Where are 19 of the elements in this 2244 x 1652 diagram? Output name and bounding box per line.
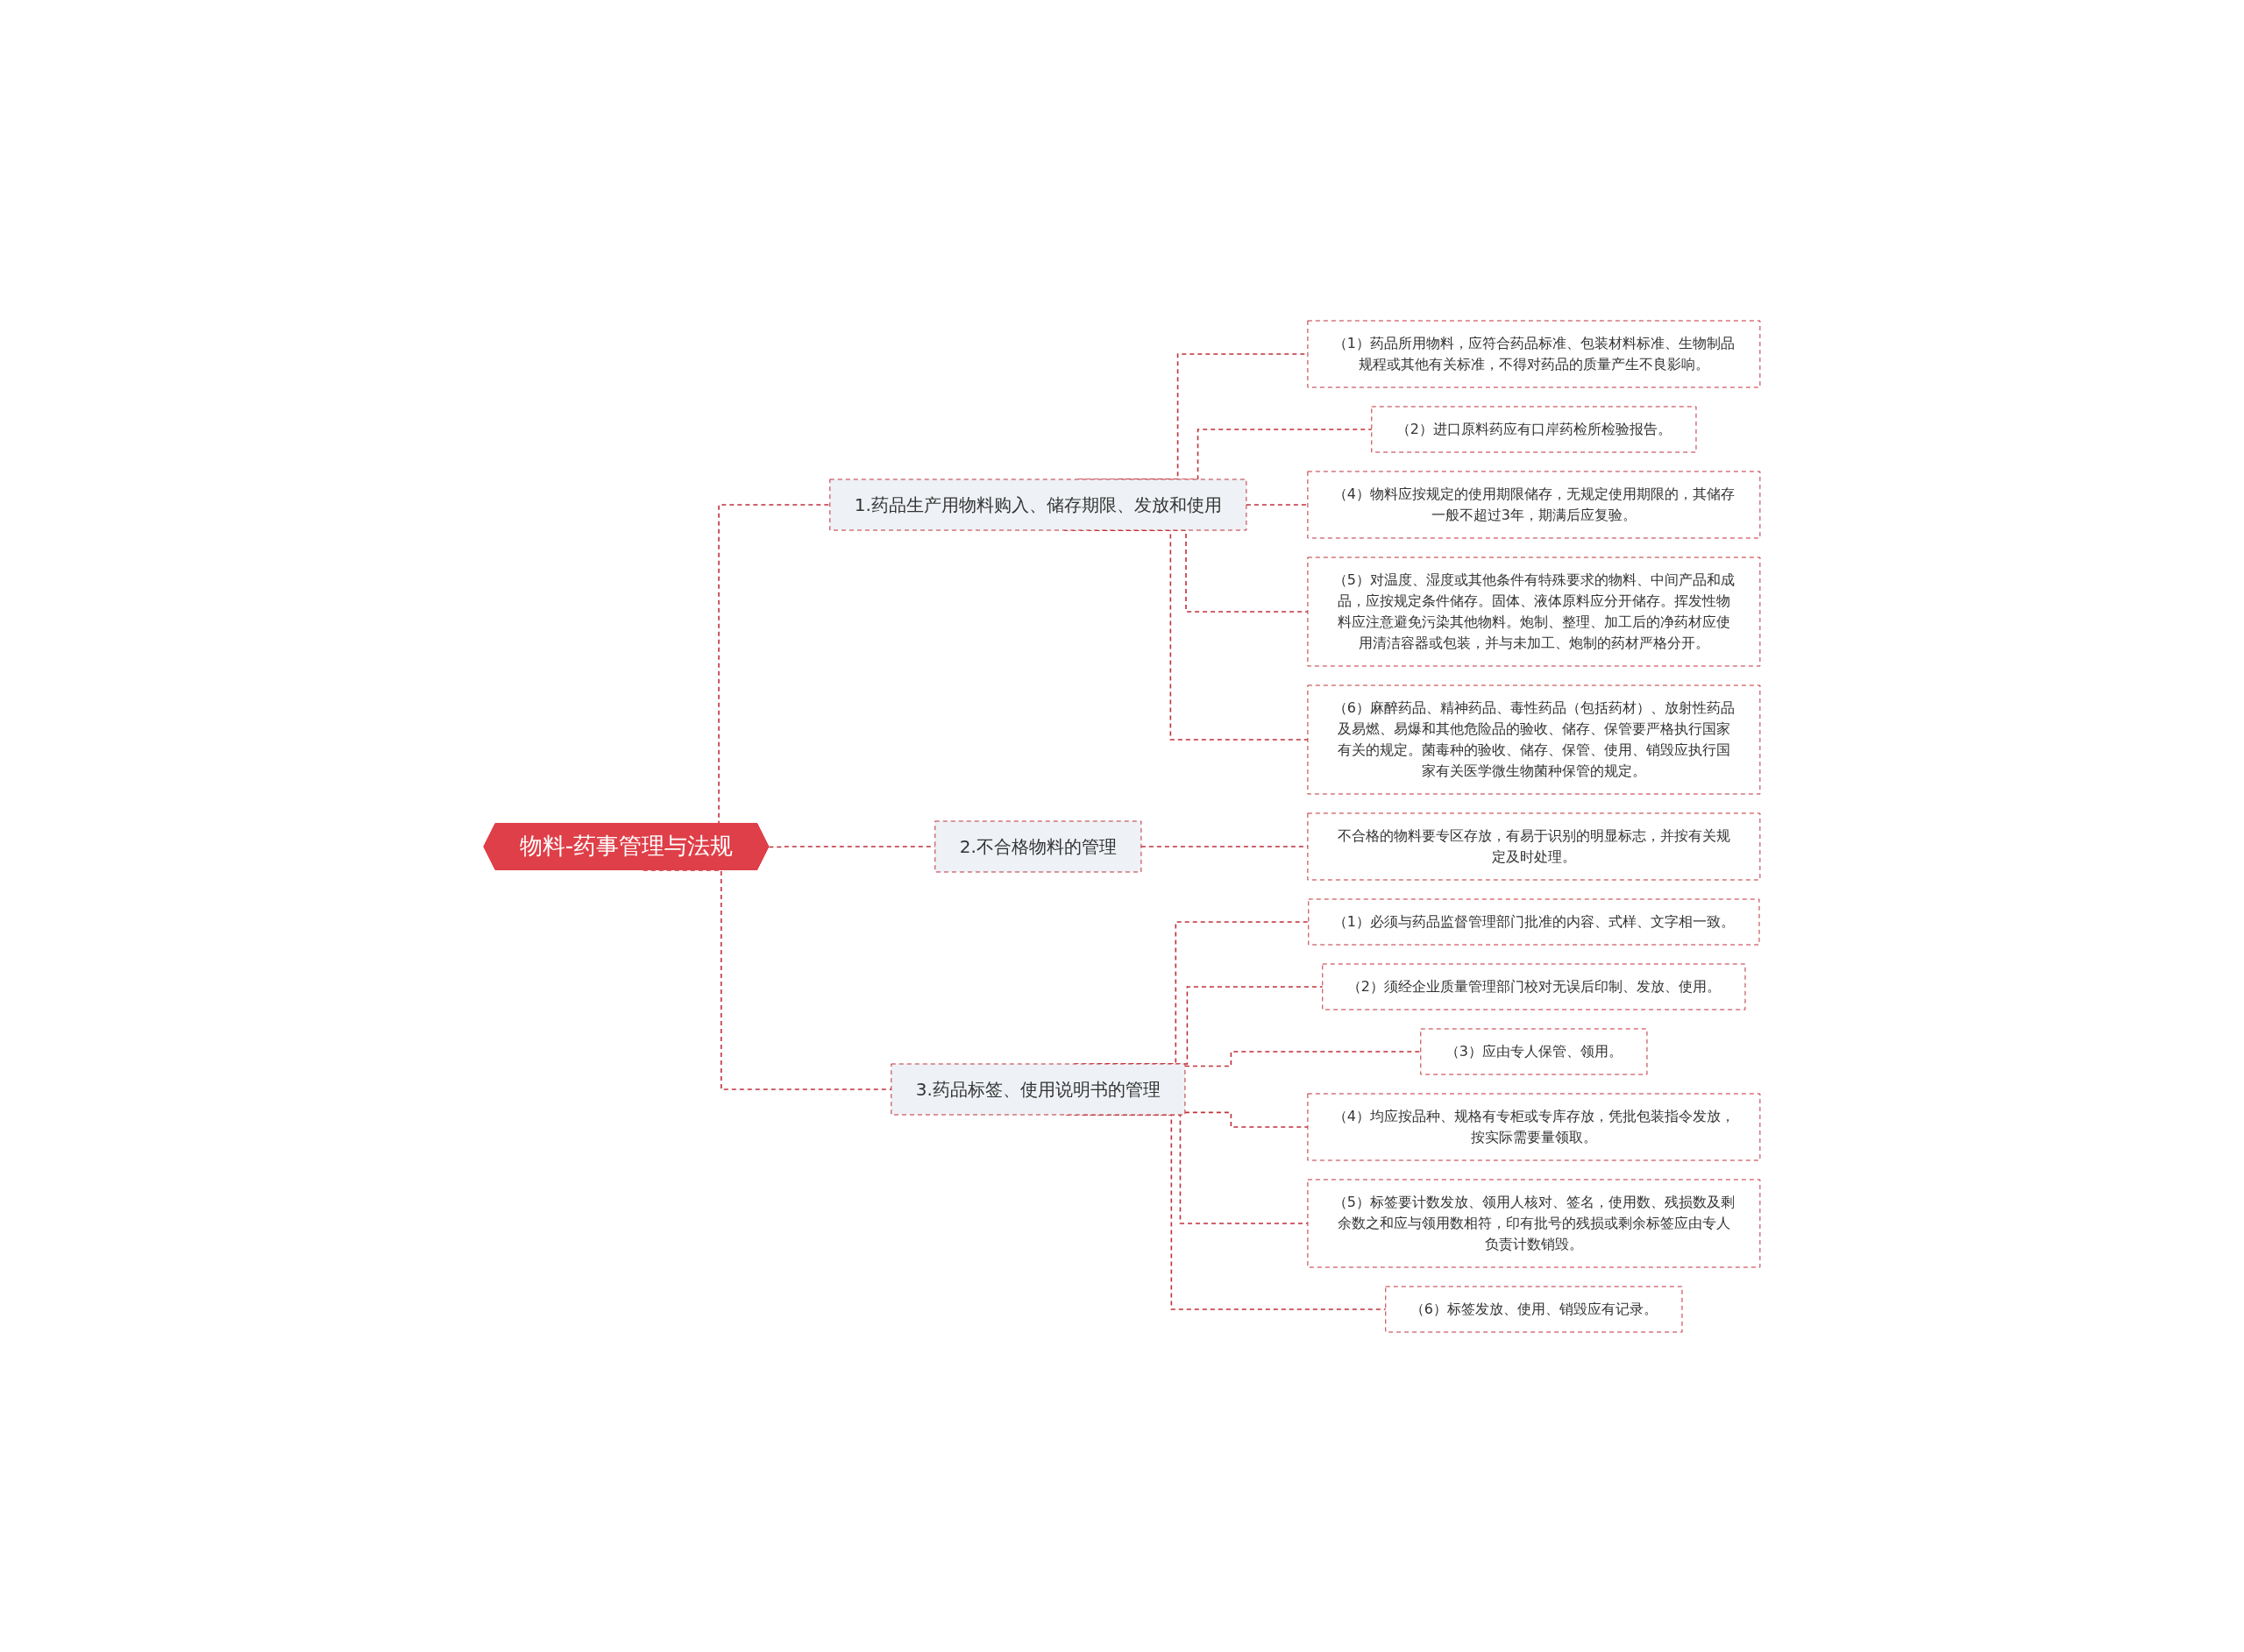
connector — [1184, 1050, 1422, 1067]
node-box: 3.药品标签、使用说明书的管理 — [891, 1063, 1186, 1115]
node-box: （1）必须与药品监督管理部门批准的内容、式样、文字相一致。 — [1308, 898, 1760, 945]
connector — [1246, 503, 1309, 506]
node-box: 1.药品生产用物料购入、储存期限、发放和使用 — [829, 479, 1247, 530]
node-box: （2）须经企业质量管理部门校对无误后印制、发放、使用。 — [1322, 963, 1746, 1010]
node-box: （6）标签发放、使用、销毁应有记录。 — [1385, 1286, 1683, 1332]
connector — [643, 869, 892, 1090]
node-box: 不合格的物料要专区存放，有易于识别的明显标志，并按有关规定及时处理。 — [1307, 812, 1761, 880]
node-box: （2）进口原料药应有口岸药检所检验报告。 — [1371, 406, 1697, 452]
node-box: （5）标签要计数发放、领用人核对、签名，使用数、残损数及剩余数之和应与领用数相符，印有批号的残损或剩余标签应由专人负责计数销毁。 — [1307, 1179, 1761, 1267]
node-box: （3）应由专人保管、领用。 — [1420, 1028, 1648, 1074]
node-box: （6）麻醉药品、精神药品、毒性药品（包括药材）、放射性药品及易燃、易爆和其他危险品的验收、储存、保管要严格执行国家有关的规定。菌毒种的验收、储存、保管、使用、销毁应执行国家有关医学微生物菌种保管的规定。 — [1307, 684, 1761, 794]
node-box: 2.不合格物料的管理 — [934, 820, 1142, 872]
node-box: （4）物料应按规定的使用期限储存，无规定使用期限的，其储存一般不超过3年，期满后应复验。 — [1307, 471, 1761, 538]
node-box: （5）对温度、湿度或其他条件有特殊要求的物料、中间产品和成品，应按规定条件储存。固体、液体原料应分开储存。挥发性物料应注意避免污染其他物料。炮制、整理、加工后的净药材应使用清洁容器或包装，并与未加工、炮制的药材严格分开。 — [1307, 557, 1761, 666]
node-box: （4）均应按品种、规格有专柜或专库存放，凭批包装指令发放，按实际需要量领取。 — [1307, 1093, 1761, 1160]
connector — [1184, 1111, 1309, 1128]
node-box: （1）药品所用物料，应符合药品标准、包装材料标准、生物制品规程或其他有关标准，不得对药品的质量产生不良影响。 — [1307, 320, 1761, 387]
